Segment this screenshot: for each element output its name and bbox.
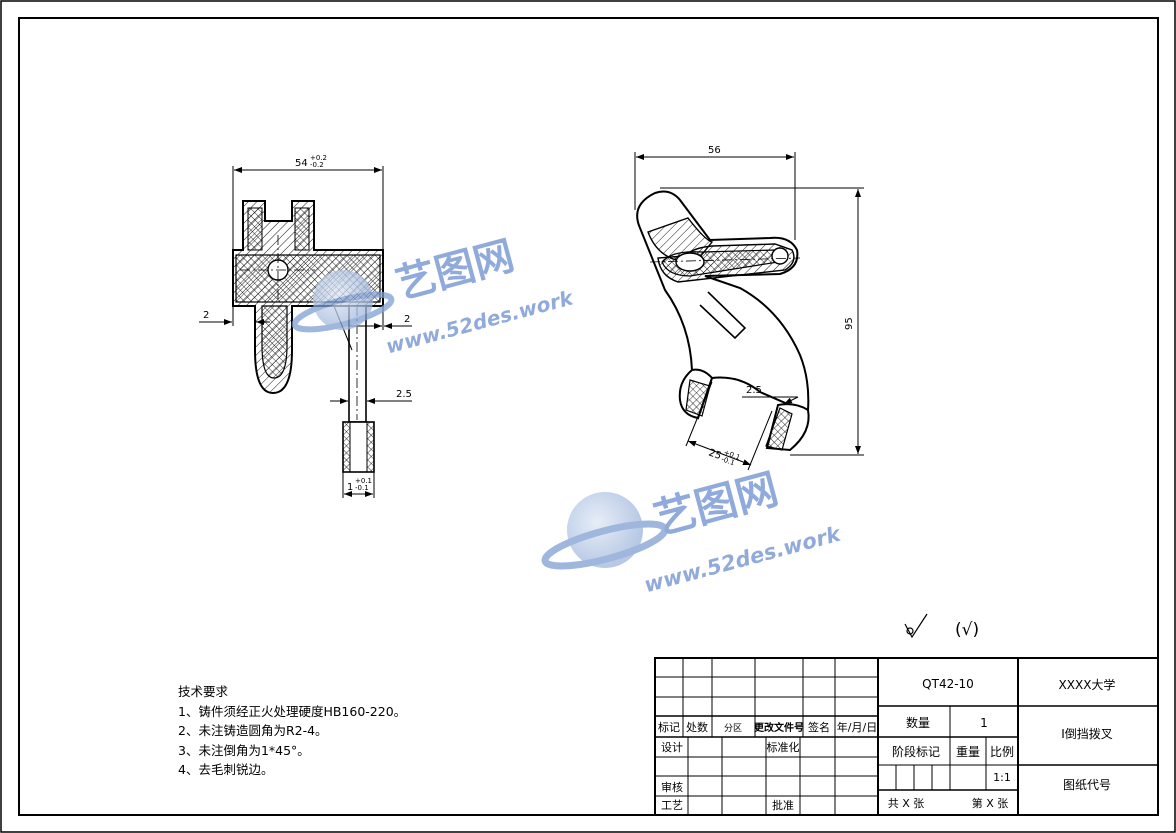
dim-foot-tol-lower: -0.1	[355, 484, 369, 492]
watermark-brand-top: 艺图网	[391, 233, 519, 308]
review-label: 审核	[661, 780, 683, 794]
material-label: QT42-10	[922, 677, 974, 691]
dim-foot-width: 1	[347, 482, 353, 493]
rev-header-count: 处数	[686, 721, 708, 734]
scale-label: 比例	[990, 745, 1014, 759]
approve-label: 批准	[772, 798, 794, 812]
watermark-logo-bottom: 艺图网 www.52des.work	[541, 464, 845, 597]
scale-value: 1:1	[993, 771, 1011, 784]
title-block-text: QT42-10 XXXX大学 I倒挡拨叉 图纸代号 数量 1 阶段标记 重量 比…	[658, 677, 1115, 812]
total-sheets: 共 X 张	[888, 797, 925, 810]
tech-req-item: 1、铸件须经正火处理硬度HB160-220。	[178, 703, 407, 719]
rev-header-doc: 更改文件号	[754, 721, 804, 734]
rev-header-zone: 分区	[724, 723, 742, 734]
design-label: 设计	[661, 741, 683, 754]
left-view	[232, 200, 384, 473]
surface-finish-note: (√)	[955, 620, 979, 640]
watermark-brand-bottom: 艺图网	[649, 464, 783, 544]
surface-finish	[904, 613, 928, 639]
dim-left-width-tol-lower: -0.2	[310, 161, 324, 169]
title-block	[654, 657, 1159, 816]
inner-border	[18, 17, 1159, 816]
tech-req-item: 2、未注铸造圆角为R2-4。	[178, 723, 328, 738]
right-view-dimensions	[634, 152, 864, 471]
dim-left-gap-a: 2	[203, 310, 209, 321]
sheet-number: 第 X 张	[972, 796, 1009, 810]
tech-req-title: 技术要求	[178, 684, 229, 699]
dim-left-width: 54	[295, 158, 308, 169]
watermark-logo-top: 艺图网 www.52des.work	[291, 233, 577, 358]
quantity-label: 数量	[906, 715, 930, 730]
rev-header-sign: 签名	[808, 720, 830, 734]
quantity-value: 1	[980, 716, 988, 730]
right-view-dimension-text: 56 95 2.5 25 +0.1 -0.1	[707, 145, 855, 467]
left-view-dimension-text: 54 +0.2 -0.2 2 2 2.5 1 +0.1 -0.1	[203, 154, 412, 493]
dim-right-small: 2.5	[746, 385, 762, 396]
process-label: 工艺	[661, 799, 683, 812]
dim-right-height: 95	[844, 317, 855, 330]
dim-left-gap-b: 2	[404, 314, 410, 325]
dim-right-slot: 25	[707, 447, 723, 462]
dim-stem-width: 2.5	[396, 389, 412, 400]
right-view	[636, 190, 810, 452]
stage-label: 阶段标记	[892, 744, 940, 759]
technical-requirements: 技术要求 1、铸件须经正火处理硬度HB160-220。 2、未注铸造圆角为R2-…	[178, 682, 406, 780]
rev-header-mark: 标记	[658, 720, 680, 734]
tech-req-item: 4、去毛刺锐边。	[178, 762, 274, 777]
school-name: XXXX大学	[1059, 677, 1116, 692]
tech-req-item: 3、未注倒角为1*45°。	[178, 742, 310, 758]
standard-label: 标准化	[767, 740, 800, 754]
rev-header-date: 年/月/日	[837, 720, 877, 734]
drawing-code-label: 图纸代号	[1063, 778, 1111, 792]
part-name: I倒挡拨叉	[1061, 727, 1113, 741]
dim-left-width-tol-upper: +0.2	[310, 154, 327, 162]
dim-right-width: 56	[708, 145, 721, 156]
weight-label: 重量	[956, 745, 980, 759]
dim-foot-tol-upper: +0.1	[355, 477, 372, 485]
